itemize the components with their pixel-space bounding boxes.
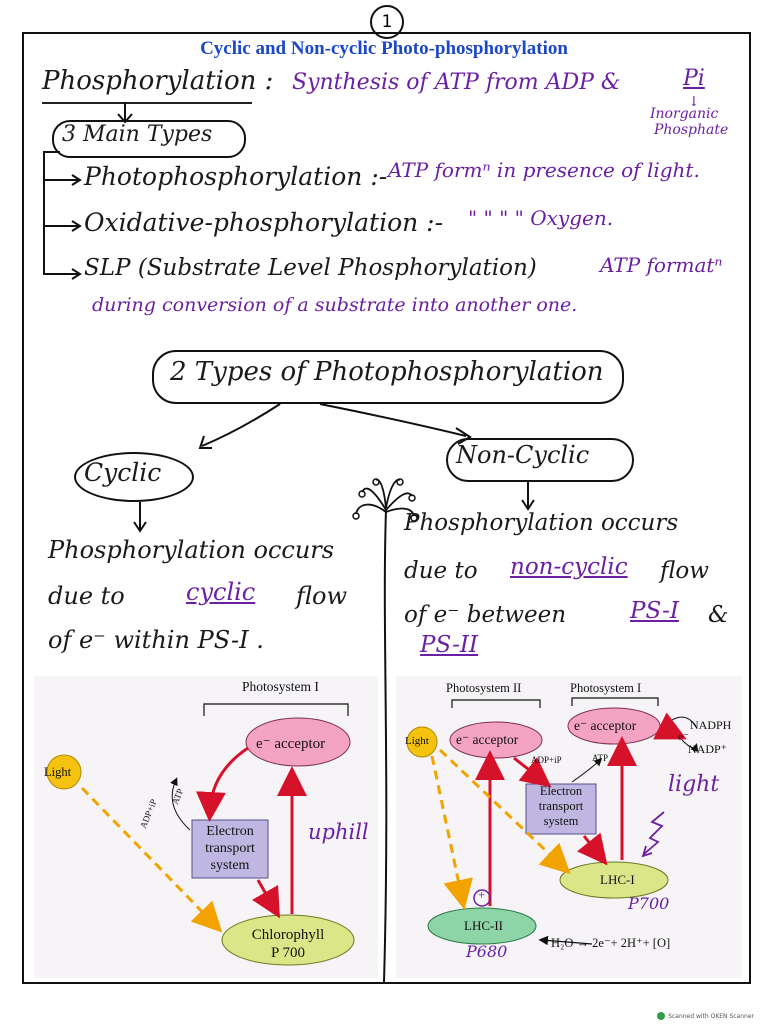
noncyclic-atp-label: ATP [592, 753, 609, 763]
type-oxidative-desc: " " " " Oxygen. [468, 206, 614, 230]
noncyclic-p680-note: P680 [466, 942, 508, 961]
noncyclic-line3-post: & [708, 602, 729, 628]
type-slp-desc: ATP formatⁿ [600, 253, 723, 277]
photo-heading-box [152, 350, 624, 404]
noncyclic-ets-label: Electron transport system [526, 784, 596, 829]
noncyclic-ets-line2: transport [538, 799, 584, 813]
noncyclic-light-note: light [668, 772, 720, 797]
noncyclic-ets-line1: Electron [539, 784, 583, 798]
noncyclic-line4-key: PS-II [420, 632, 479, 658]
noncyclic-down-arrow [521, 482, 535, 511]
cyclic-label-box [74, 452, 194, 502]
type-photophosphorylation-desc: ATP formⁿ in presence of light. [388, 158, 700, 182]
definition-pi: Pi [683, 66, 705, 91]
noncyclic-line2-key: non-cyclic [510, 554, 628, 580]
noncyclic-water-equation: H₂O → 2e⁻+ 2H⁺+ [O] [551, 936, 671, 950]
cyclic-chlorophyll-line2: P 700 [270, 945, 306, 961]
cyclic-line2-key: cyclic [186, 578, 256, 606]
cyclic-uphill-note: uphill [308, 820, 369, 844]
cyclic-acceptor-label: e⁻ acceptor [256, 736, 326, 752]
noncyclic-e-label: e⁻ [678, 731, 689, 743]
noncyclic-label: Non-Cyclic [456, 441, 590, 469]
noncyclic-adp-label: ADP+iP [531, 755, 562, 765]
cyclic-light-label: Light [44, 765, 72, 779]
noncyclic-label-box [446, 438, 634, 482]
divider-palm-drawing [352, 478, 418, 982]
noncyclic-line3-pre: of e⁻ between [404, 602, 567, 628]
type-photophosphorylation: Photophosphorylation :- [84, 162, 388, 191]
types-heading-box [52, 120, 246, 158]
cyclic-line2-post: flow [296, 582, 347, 610]
pi-note-inorganic: Inorganic [650, 106, 719, 122]
cyclic-down-arrow [133, 502, 147, 533]
noncyclic-ets-line3: system [543, 814, 579, 828]
pi-note-phosphate: Phosphate [654, 122, 729, 138]
noncyclic-nadph-label: NADPH [690, 718, 732, 732]
cyclic-chlorophyll-label: Chlorophyll P 700 [222, 926, 354, 962]
noncyclic-diagram-graphics [406, 697, 699, 946]
cyclic-line3: of e⁻ within PS-I . [48, 626, 264, 654]
cyclic-chlorophyll-line1: Chlorophyll [251, 927, 325, 943]
noncyclic-line2-pre: due to [404, 558, 478, 584]
noncyclic-plus-note: + [478, 887, 486, 902]
noncyclic-lhc2-label: LHC-II [464, 918, 503, 933]
noncyclic-acceptor2-label: e⁻ acceptor [456, 732, 519, 747]
type-oxidative: Oxidative-phosphorylation :- [84, 208, 444, 237]
cyclic-photosystem-label: Photosystem I [242, 679, 319, 694]
noncyclic-line2-post: flow [660, 558, 709, 584]
cyclic-line1: Phosphorylation occurs [48, 536, 335, 564]
cyclic-ets-line3: system [210, 858, 250, 873]
noncyclic-lhc1-label: LHC-I [600, 872, 635, 887]
noncyclic-p700-note: P700 [628, 894, 670, 913]
noncyclic-line1: Phosphorylation occurs [404, 510, 679, 536]
noncyclic-ps1-label: Photosystem I [570, 681, 642, 695]
scanner-watermark: Scanned with OKEN Scanner [657, 1012, 754, 1020]
page-title: Cyclic and Non-cyclic Photo-phosphorylat… [200, 38, 568, 59]
definition-term: Phosphorylation : [42, 66, 274, 96]
noncyclic-light-label: Light [405, 735, 429, 747]
noncyclic-acceptor1-label: e⁻ acceptor [574, 718, 637, 733]
slp-continuation: during conversion of a substrate into an… [92, 294, 578, 316]
definition-term-underline [42, 102, 252, 104]
cyclic-ets-line2: transport [205, 841, 255, 856]
pi-down-arrow: ↓ [688, 94, 700, 110]
scanner-logo-icon [657, 1012, 666, 1020]
types-tree-connector [43, 102, 133, 280]
noncyclic-ps2-label: Photosystem II [446, 681, 522, 695]
scanner-watermark-text: Scanned with OKEN Scanner [668, 1012, 754, 1020]
types-heading: 3 Main Types [62, 122, 213, 147]
cyclic-label: Cyclic [84, 458, 162, 487]
photo-heading: 2 Types of Photophosphorylation [170, 357, 604, 387]
noncyclic-line3-key: PS-I [630, 598, 679, 624]
cyclic-diagram-graphics [46, 703, 355, 966]
definition-text: Synthesis of ATP from ADP & [292, 70, 621, 95]
cyclic-ets-label: Electron transport system [192, 823, 268, 874]
page-frame [22, 32, 751, 984]
cyclic-ets-line1: Electron [206, 824, 254, 839]
noncyclic-nadp-label: NADP⁺ [688, 742, 728, 756]
type-slp: SLP (Substrate Level Phosphorylation) [84, 255, 537, 281]
cyclic-line2-pre: due to [48, 582, 125, 610]
